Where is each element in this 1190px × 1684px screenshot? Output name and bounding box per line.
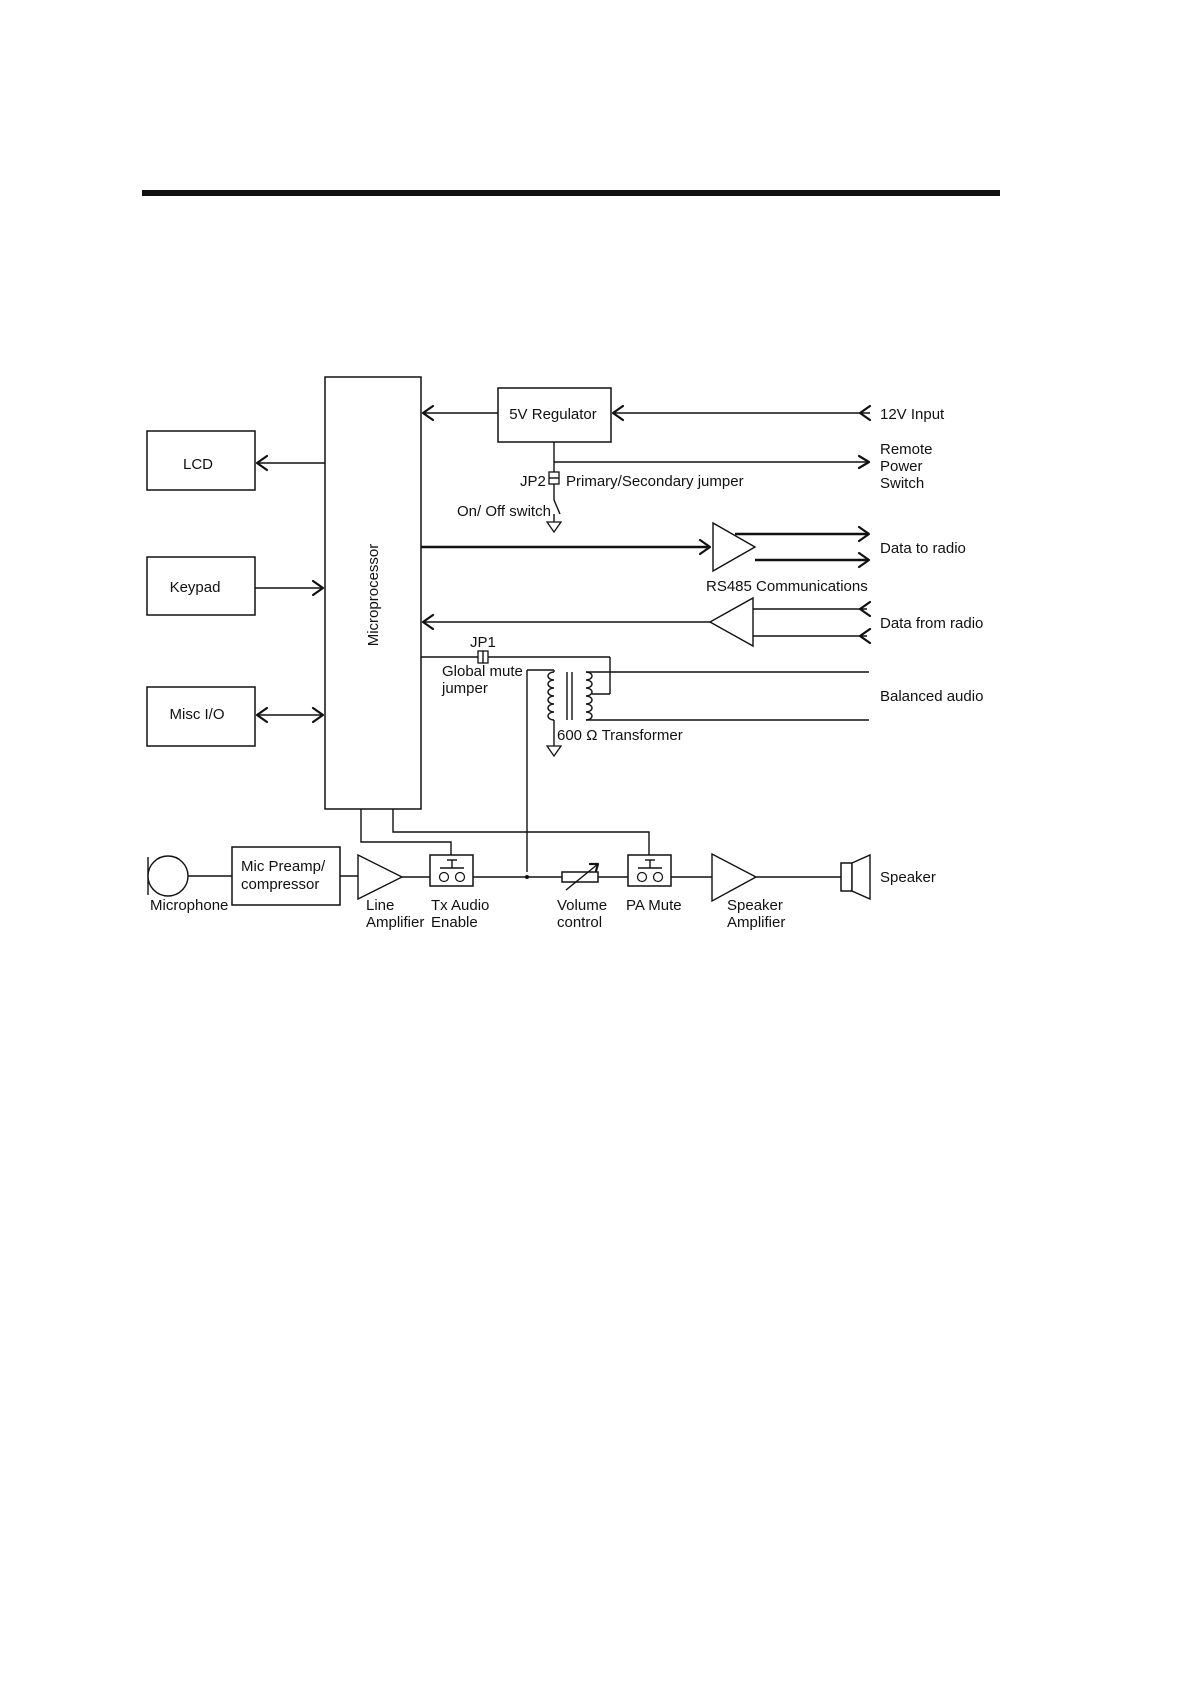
- arrow-head-icon: [311, 579, 325, 597]
- lcd-label: LCD: [183, 456, 213, 473]
- jp1-label: JP1: [470, 634, 496, 651]
- connector-icon: [858, 627, 872, 645]
- connector-icon: [858, 600, 872, 618]
- speaker-amp-label-1: Speaker: [727, 897, 783, 914]
- misc-io-block: [146, 686, 256, 747]
- arrow-head-icon: [857, 454, 871, 470]
- arrow-head-icon: [255, 706, 269, 724]
- transformer-icon: [547, 671, 593, 721]
- remote-power-label-1: Remote: [880, 441, 933, 458]
- line-amp-label-1: Line: [366, 897, 394, 914]
- ground-icon: [545, 521, 563, 534]
- header-rule: [142, 190, 1000, 196]
- data-from-radio-label: Data from radio: [880, 615, 983, 632]
- connector-icon: [858, 404, 872, 422]
- rs485-driver-icon: [712, 521, 757, 573]
- on-off-label: On/ Off switch: [457, 503, 551, 520]
- mic-preamp-label-1: Mic Preamp/: [241, 858, 326, 875]
- keypad-block: [146, 556, 256, 616]
- volume-label-1: Volume: [557, 897, 607, 914]
- global-mute-label-1: Global mute: [442, 663, 523, 680]
- arrow-head-icon: [611, 404, 625, 422]
- arrow-head-icon: [857, 525, 871, 543]
- pa-mute-switch-icon: [627, 854, 672, 887]
- microprocessor-label: Microprocessor: [365, 544, 382, 647]
- arrow-head-icon: [255, 454, 269, 472]
- mic-preamp-block: [231, 846, 341, 906]
- rs485-receiver-icon: [708, 596, 754, 648]
- microprocessor-block: [324, 376, 422, 810]
- tx-audio-label-1: Tx Audio: [431, 897, 489, 914]
- arrow-head-icon: [421, 404, 435, 422]
- jp2-label: JP2: [520, 473, 546, 490]
- remote-power-label-3: Switch: [880, 475, 924, 492]
- pa-mute-label: PA Mute: [626, 897, 682, 914]
- arrow-head-icon: [311, 706, 325, 724]
- microphone-label: Microphone: [150, 897, 228, 914]
- line-amp-label-2: Amplifier: [366, 914, 424, 931]
- speaker-icon: [840, 853, 871, 901]
- misc-io-label: Misc I/O: [170, 706, 225, 723]
- transformer-label: 600 Ω Transformer: [557, 727, 683, 744]
- data-to-radio-label: Data to radio: [880, 540, 966, 557]
- speaker-label: Speaker: [880, 869, 936, 886]
- lcd-block: [146, 430, 256, 491]
- rs485-label: RS485 Communications: [706, 578, 868, 595]
- regulator-block: [497, 387, 612, 443]
- microphone-icon: [147, 855, 189, 897]
- volume-control-icon: [561, 862, 600, 891]
- ground-icon: [545, 745, 563, 758]
- jp2-desc-label: Primary/Secondary jumper: [566, 473, 744, 490]
- global-mute-label-2: jumper: [441, 680, 488, 697]
- line-amplifier-icon: [357, 853, 404, 901]
- volume-label-2: control: [557, 914, 602, 931]
- speaker-amplifier-icon: [711, 852, 758, 903]
- mic-preamp-label-2: compressor: [241, 876, 319, 893]
- balanced-audio-label: Balanced audio: [880, 688, 983, 705]
- input-12v-label: 12V Input: [880, 406, 945, 423]
- arrow-head-icon: [857, 551, 871, 569]
- tx-audio-switch-icon: [429, 854, 474, 887]
- keypad-label: Keypad: [170, 579, 221, 596]
- tx-audio-label-2: Enable: [431, 914, 478, 931]
- remote-power-label-2: Power: [880, 458, 923, 475]
- arrow-head-icon: [698, 538, 712, 556]
- speaker-amp-label-2: Amplifier: [727, 914, 785, 931]
- arrow-head-icon: [421, 613, 435, 631]
- regulator-label: 5V Regulator: [509, 406, 597, 423]
